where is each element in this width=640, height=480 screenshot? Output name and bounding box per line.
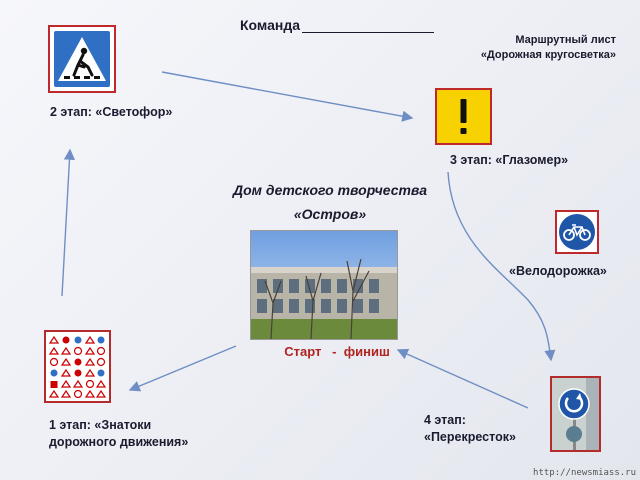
team-underline (302, 18, 434, 33)
stage4-label: 4 этап: «Перекресток» (424, 412, 516, 446)
route-sheet-line1: Маршрутный лист (515, 34, 616, 46)
arrow-stage2-to-stage3 (161, 71, 414, 122)
stage1-label: 1 этап: «Знатоки дорожного движения» (49, 417, 188, 451)
start-finish-label: Старт - финиш (284, 344, 390, 359)
pedestrian-crossing-sign-icon (48, 25, 116, 93)
traffic-signs-poster-icon (44, 330, 111, 403)
arrow-stage3-to-stage4 (447, 171, 556, 362)
stage3-label: 3 этап: «Глазомер» (450, 153, 569, 167)
stage4-line2: «Перекресток» (424, 430, 516, 444)
center-title-line2: «Остров» (293, 206, 367, 222)
exclamation-warning-sign-icon (435, 88, 492, 145)
stage1-line1: 1 этап: «Знатоки (49, 418, 152, 432)
route-sheet-title: Маршрутный лист «Дорожная кругосветка» (481, 33, 616, 63)
center-title: Дом детского творчества «Остров» (220, 178, 440, 226)
route-sheet-line2: «Дорожная кругосветка» (480, 49, 616, 61)
watermark: http://newsmiass.ru (533, 468, 636, 478)
team-field: Команда (240, 17, 434, 33)
roundabout-sign-icon (550, 376, 601, 452)
center-title-line1: Дом детского творчества (233, 182, 427, 198)
stage2-label: 2 этап: «Светофор» (50, 105, 173, 119)
bike-path-label: «Велодорожка» (509, 264, 607, 278)
arrow-stage1-to-stage2 (61, 148, 76, 297)
building-photo (250, 230, 398, 340)
arrow-start-to-stage1 (128, 345, 237, 392)
team-label: Команда (240, 17, 300, 33)
bicycle-path-sign-icon (555, 210, 599, 254)
stage4-line1: 4 этап: (424, 413, 466, 427)
stage1-line2: дорожного движения» (49, 435, 189, 449)
arrow-stage4-to-start (396, 348, 529, 409)
